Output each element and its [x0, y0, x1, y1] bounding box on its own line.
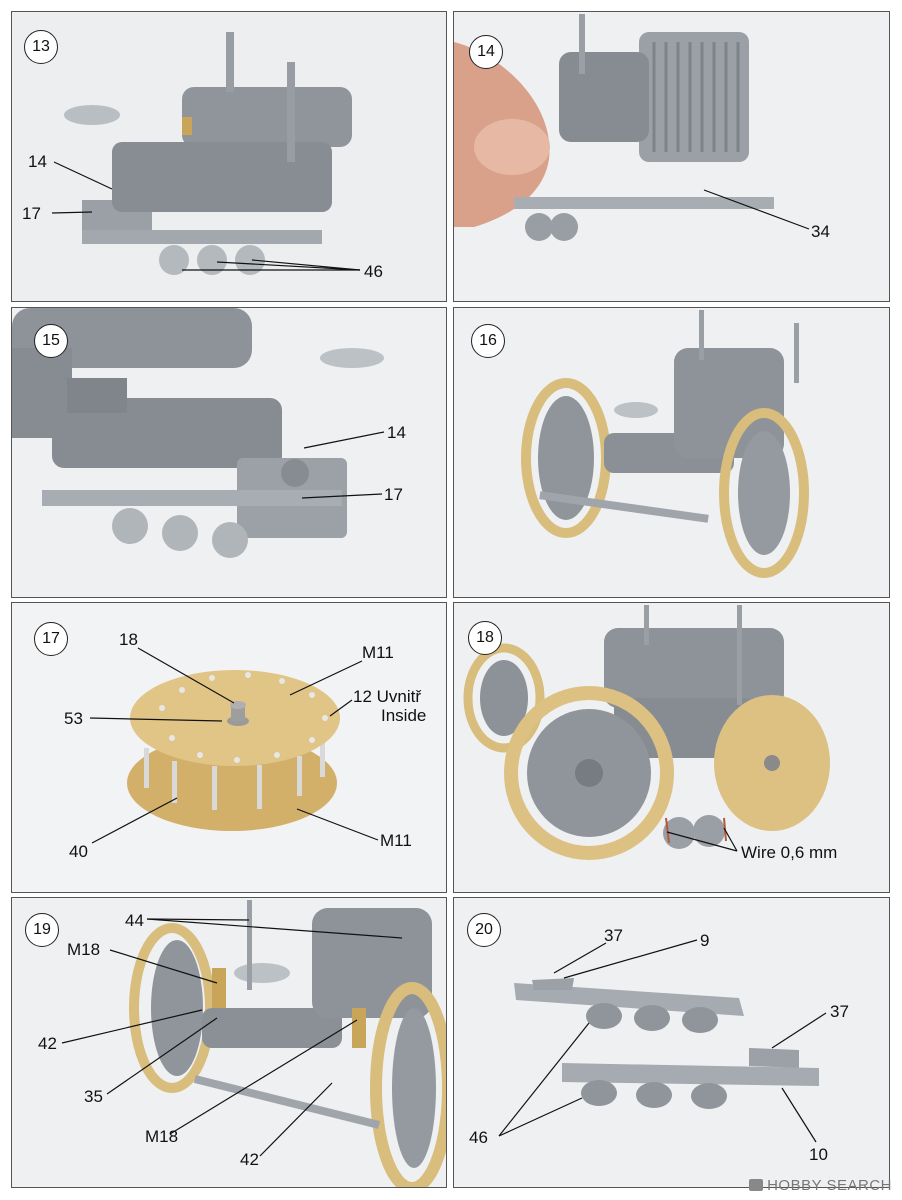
step-20-panel: 20 37 9 37 46 10	[453, 897, 890, 1188]
part-label: 53	[64, 709, 83, 728]
step-13-photo	[12, 12, 446, 301]
step-15-photo	[12, 308, 446, 597]
step-number: 20	[467, 913, 501, 947]
part-label: 42	[240, 1150, 259, 1169]
step-number: 13	[24, 30, 58, 64]
step-14-photo	[454, 12, 889, 301]
step-number: 19	[25, 913, 59, 947]
part-label: 10	[809, 1145, 828, 1164]
step-number: 18	[468, 621, 502, 655]
part-label: 46	[469, 1128, 488, 1147]
step-number: 15	[34, 324, 68, 358]
part-label: 18	[119, 630, 138, 649]
part-label: M18	[145, 1127, 179, 1146]
step-15-panel: 15 14 17	[11, 307, 447, 598]
part-label: 35	[84, 1087, 103, 1106]
part-label: 17	[384, 485, 403, 504]
part-label: M11	[380, 831, 412, 850]
part-label: Inside	[381, 706, 427, 725]
part-label: 14	[28, 152, 47, 171]
part-label: 37	[604, 926, 623, 945]
step-number: 17	[34, 622, 68, 656]
part-label-inside: 12 Uvnitř Inside	[353, 687, 426, 725]
part-label: 14	[387, 423, 406, 442]
step-number: 14	[469, 35, 503, 69]
step-18-panel: 18 Wire 0,6 mm	[453, 602, 890, 893]
part-label: 46	[364, 262, 383, 281]
part-label: 12 Uvnitř	[353, 687, 422, 706]
part-label: Wire 0,6 mm	[741, 843, 838, 862]
step-13-panel: 13 14 17 46	[11, 11, 447, 302]
part-label: 17	[22, 204, 41, 223]
part-label: 37	[830, 1002, 849, 1021]
part-label: 40	[69, 842, 88, 861]
part-label: M11	[362, 643, 394, 662]
part-label: 44	[125, 911, 144, 930]
step-16-photo	[454, 308, 889, 597]
watermark-text: HOBBY SEARCH	[767, 1177, 892, 1194]
step-14-panel: 14 34	[453, 11, 890, 302]
watermark: HOBBY SEARCH	[749, 1177, 892, 1194]
step-16-panel: 16	[453, 307, 890, 598]
step-19-panel: 19 44 M18 42 35 M18 42	[11, 897, 447, 1188]
step-number: 16	[471, 324, 505, 358]
part-label: M18	[67, 940, 101, 959]
part-label: 42	[38, 1034, 57, 1053]
hobby-search-logo-icon	[749, 1179, 764, 1191]
step-17-panel: 17 18 M11 53 12 Uvnitř Inside 40 M11	[11, 602, 447, 893]
part-label: 9	[700, 931, 710, 950]
part-label: 34	[811, 222, 830, 241]
